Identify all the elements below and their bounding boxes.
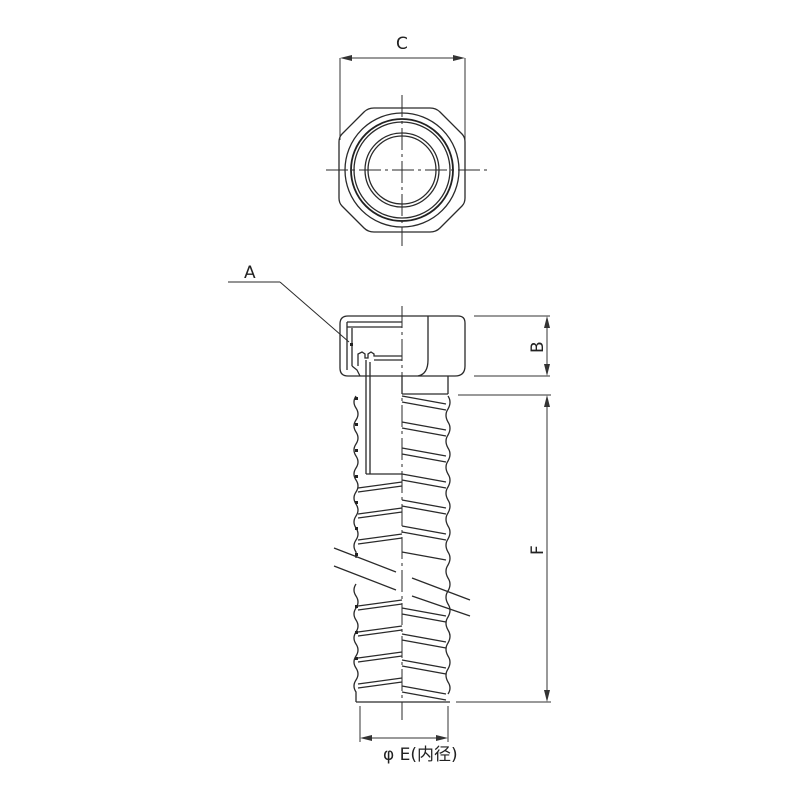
helix-ridges-right	[401, 395, 447, 701]
leader-a-diagonal	[279, 281, 350, 343]
break-line-2b	[411, 595, 471, 617]
nut-body	[339, 315, 466, 377]
hose-right-edge	[445, 395, 451, 695]
break-line-2a	[333, 565, 397, 591]
label-e: φ E(内径)	[383, 745, 458, 765]
helix-ridges-left	[355, 397, 403, 689]
nut-flat-edge	[417, 316, 429, 377]
arrow-icon	[453, 55, 465, 61]
label-f: F	[528, 545, 548, 555]
arrow-icon	[544, 690, 550, 702]
side-view: A B	[228, 263, 551, 765]
arrow-icon	[360, 735, 372, 741]
label-b: B	[528, 341, 548, 353]
packing-a-mark	[350, 343, 353, 346]
arrow-icon	[544, 364, 550, 376]
top-view: C	[326, 34, 488, 246]
arrow-icon	[544, 395, 550, 407]
nut-octagon	[338, 107, 466, 233]
hose-left-edge-lower	[353, 583, 359, 702]
label-c: C	[396, 34, 408, 54]
arrow-icon	[544, 316, 550, 328]
nut-inner-lip	[351, 365, 361, 377]
arrow-icon	[436, 735, 448, 741]
break-line-1a	[333, 547, 397, 573]
label-a: A	[244, 263, 256, 283]
break-line-1b	[411, 577, 471, 601]
arrow-icon	[340, 55, 352, 61]
collar-thread	[357, 351, 402, 366]
